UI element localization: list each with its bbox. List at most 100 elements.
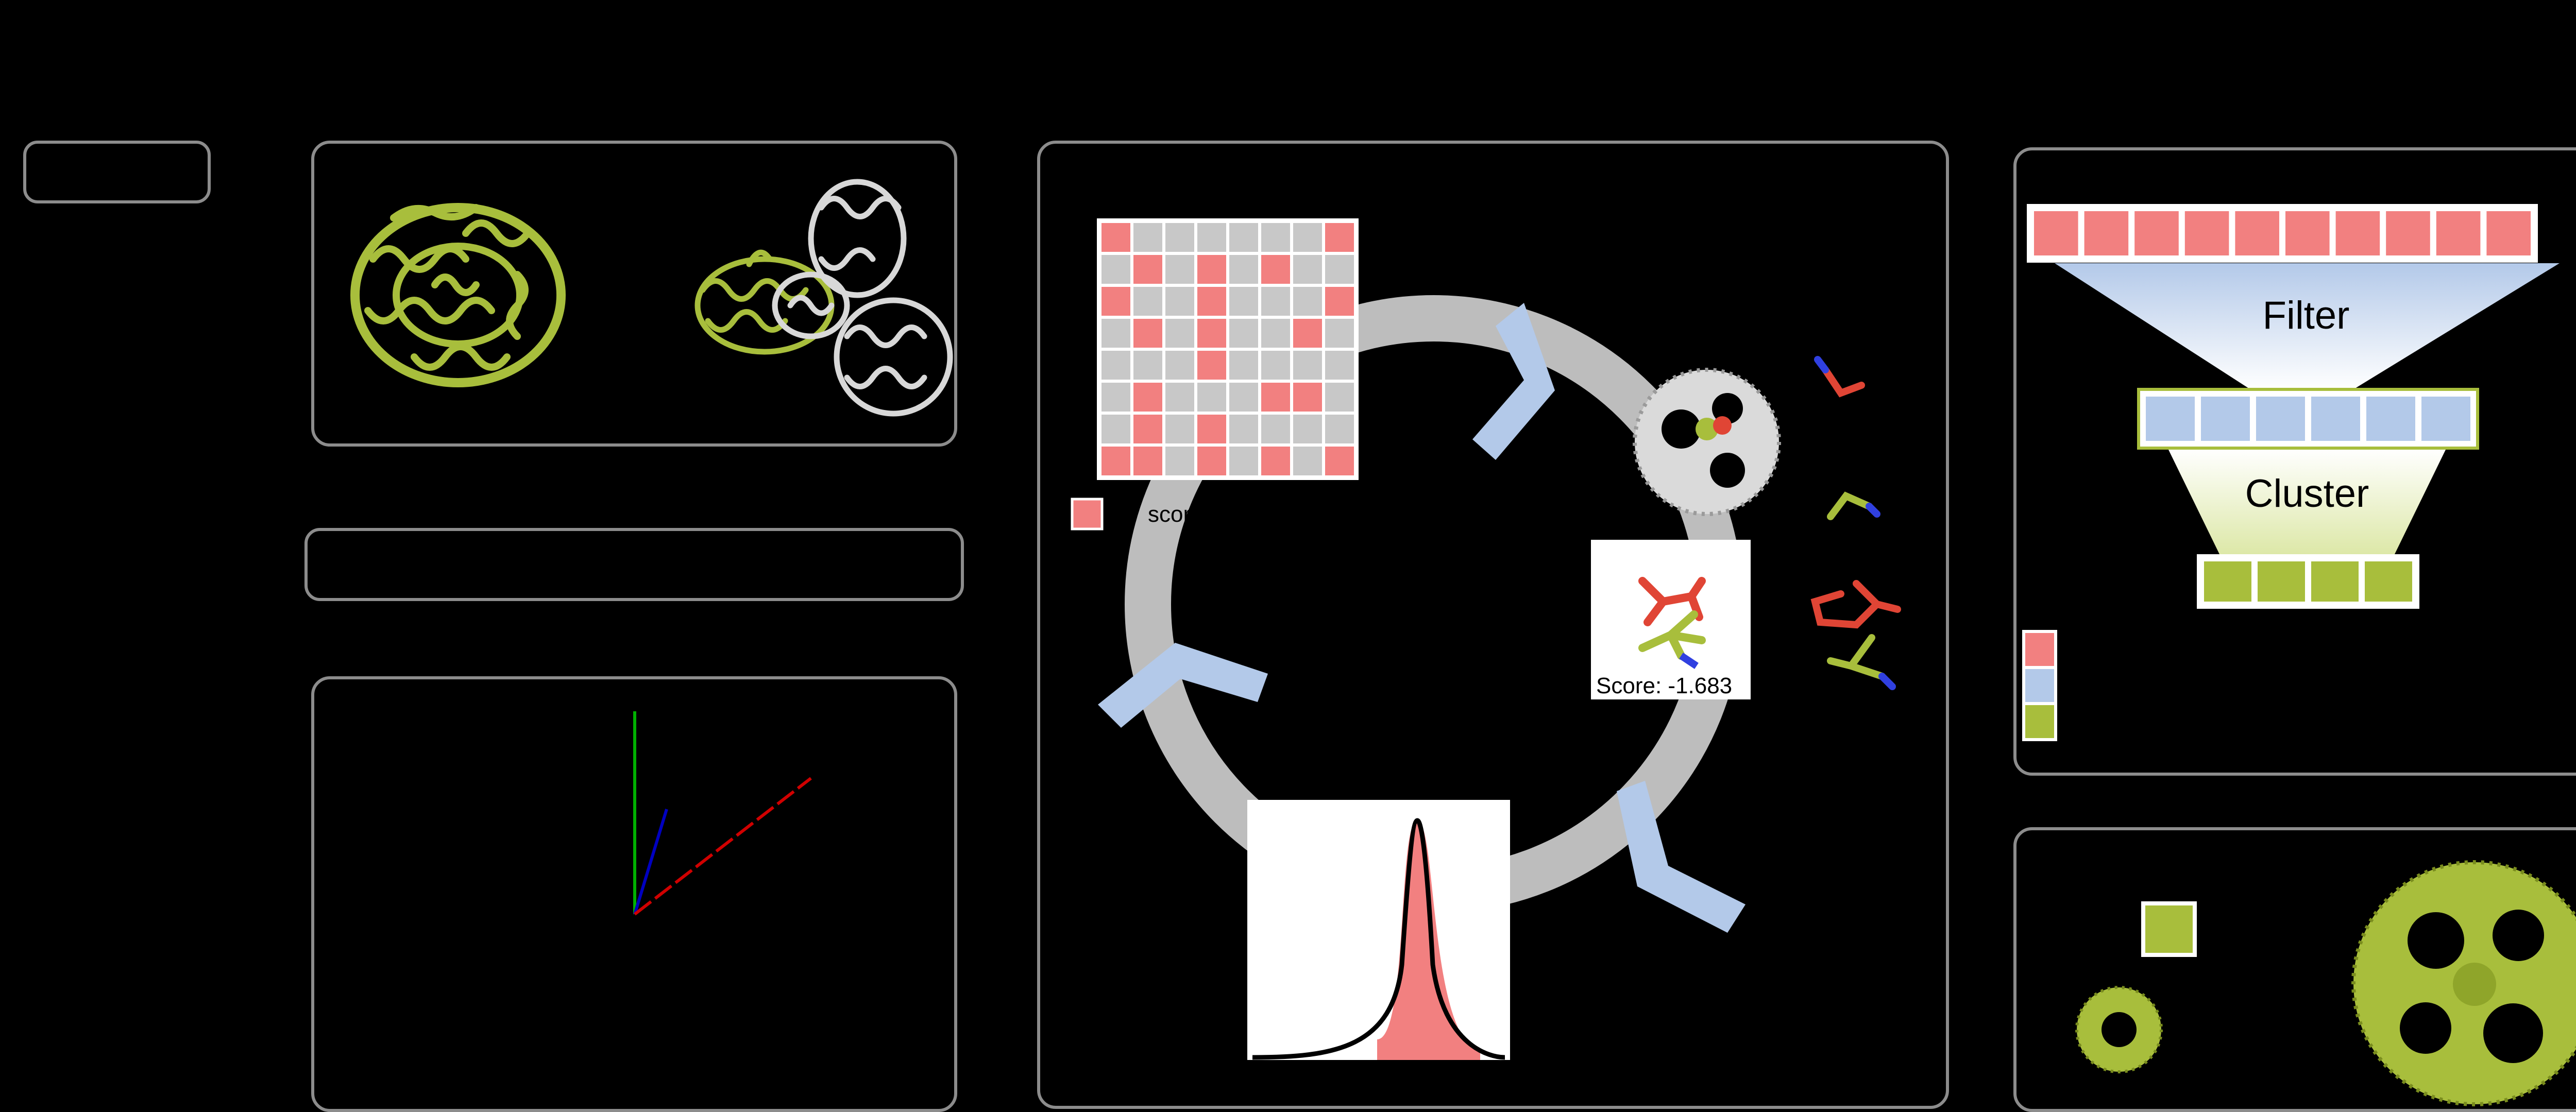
- candidate-box: [2034, 211, 2078, 255]
- matrix-cell: [1133, 415, 1162, 443]
- matrix-cell: [1229, 447, 1258, 475]
- chevron-arrow-icon: [1472, 303, 1555, 460]
- structure-panel-art: [350, 179, 953, 417]
- structure-panel: [311, 141, 957, 447]
- matrix-cell: [1261, 319, 1290, 348]
- matrix-cell: [1197, 287, 1226, 316]
- result-panel: [2013, 827, 2576, 1112]
- candidate-box: [2436, 211, 2481, 255]
- matrix-cell: [1261, 415, 1290, 443]
- matrix-cell: [1293, 383, 1322, 412]
- matrix-cell: [1325, 383, 1354, 412]
- matrix-cell: [1133, 383, 1162, 412]
- matrix-cell: [1101, 383, 1130, 412]
- distribution-axis-label: m: [1223, 860, 1242, 885]
- matrix-cell: [1293, 319, 1322, 348]
- candidate-box: [2201, 397, 2250, 441]
- candidate-box: [2256, 397, 2305, 441]
- matrix-cell: [1293, 415, 1322, 443]
- matrix-cell: [1165, 319, 1194, 348]
- matrix-cell: [1101, 415, 1130, 443]
- result-swatch: [2141, 901, 2197, 957]
- contact-matrix: [1097, 218, 1359, 480]
- matrix-cell: [1133, 255, 1162, 284]
- filter-funnel: [2055, 263, 2560, 389]
- matrix-cell: [1133, 223, 1162, 252]
- protein-monomer-cartoon: [350, 203, 566, 387]
- candidate-box: [2235, 211, 2279, 255]
- matrix-cell: [1197, 255, 1226, 284]
- candidate-box: [2084, 211, 2129, 255]
- y-axis: [633, 809, 668, 915]
- matrix-cell: [1101, 319, 1130, 348]
- chevron-arrow-icon: [1098, 643, 1268, 728]
- coordinate-axes-icon: [633, 711, 812, 916]
- docking-cycle-art: scorin m Score: -1.683: [1071, 218, 1901, 1060]
- filter-cluster-art: Filter Cluster: [2022, 204, 2560, 741]
- filter-label: Filter: [2263, 294, 2350, 337]
- cluster-funnel: [2168, 449, 2446, 554]
- candidate-box: [2365, 561, 2412, 602]
- matrix-cell: [1261, 223, 1290, 252]
- candidate-box: [2486, 211, 2531, 255]
- matrix-cell: [1325, 223, 1354, 252]
- filtered-row-frame: [2137, 388, 2479, 450]
- matrix-cell: [1261, 447, 1290, 475]
- scoring-legend-label: scorin: [1148, 502, 1208, 527]
- matrix-cell: [1325, 351, 1354, 380]
- matrix-cell: [1165, 447, 1194, 475]
- matrix-cell: [1293, 287, 1322, 316]
- candidate-box: [2184, 211, 2229, 255]
- matrix-cell: [1293, 447, 1322, 475]
- matrix-cell: [1101, 287, 1130, 316]
- candidate-box: [2335, 211, 2380, 255]
- candidate-box: [2421, 397, 2470, 441]
- protein-complex-cartoon: [694, 179, 953, 417]
- matrix-cell: [1197, 447, 1226, 475]
- label-box: [23, 141, 211, 203]
- candidate-box: [2204, 561, 2251, 602]
- matrix-cell: [1325, 319, 1354, 348]
- candidate-box: [2311, 397, 2360, 441]
- filter-cluster-panel: [2013, 147, 2576, 776]
- final-assembly-icon: [2075, 860, 2576, 1106]
- matrix-cell: [1293, 255, 1322, 284]
- color-legend: [2022, 630, 2057, 741]
- matrix-cell: [1229, 351, 1258, 380]
- matrix-cell: [1197, 383, 1226, 412]
- matrix-cell: [1293, 351, 1322, 380]
- protein-assembly-icon: [1633, 368, 1781, 516]
- matrix-cell: [1165, 415, 1194, 443]
- matrix-cell: [1229, 223, 1258, 252]
- matrix-cell: [1325, 255, 1354, 284]
- matrix-cell: [1229, 319, 1258, 348]
- matrix-cell: [1165, 255, 1194, 284]
- matrix-cell: [1197, 351, 1226, 380]
- matrix-cell: [1261, 287, 1290, 316]
- filtered-row: [2137, 388, 2479, 450]
- matrix-cell: [1165, 383, 1194, 412]
- candidate-box: [2134, 211, 2179, 255]
- candidate-box: [2285, 211, 2330, 255]
- candidate-row: [2027, 204, 2538, 263]
- matrix-cell: [1101, 255, 1130, 284]
- matrix-cell: [1101, 223, 1130, 252]
- matrix-cell: [1325, 447, 1354, 475]
- matrix-cell: [1293, 223, 1322, 252]
- matrix-cell: [1229, 383, 1258, 412]
- matrix-cell: [1197, 319, 1226, 348]
- matrix-cell: [1325, 415, 1354, 443]
- candidate-box: [2366, 397, 2415, 441]
- matrix-cell: [1133, 319, 1162, 348]
- x-axis: [634, 777, 812, 916]
- matrix-cell: [1325, 287, 1354, 316]
- matrix-cell: [1229, 415, 1258, 443]
- candidate-box: [2146, 397, 2195, 441]
- info-bar: [304, 528, 964, 601]
- matrix-cell: [1165, 351, 1194, 380]
- docking-cycle-panel: [1037, 141, 1949, 1109]
- matrix-cell: [1165, 287, 1194, 316]
- matrix-cell: [1133, 287, 1162, 316]
- matrix-cell: [1101, 351, 1130, 380]
- matrix-cell: [1229, 255, 1258, 284]
